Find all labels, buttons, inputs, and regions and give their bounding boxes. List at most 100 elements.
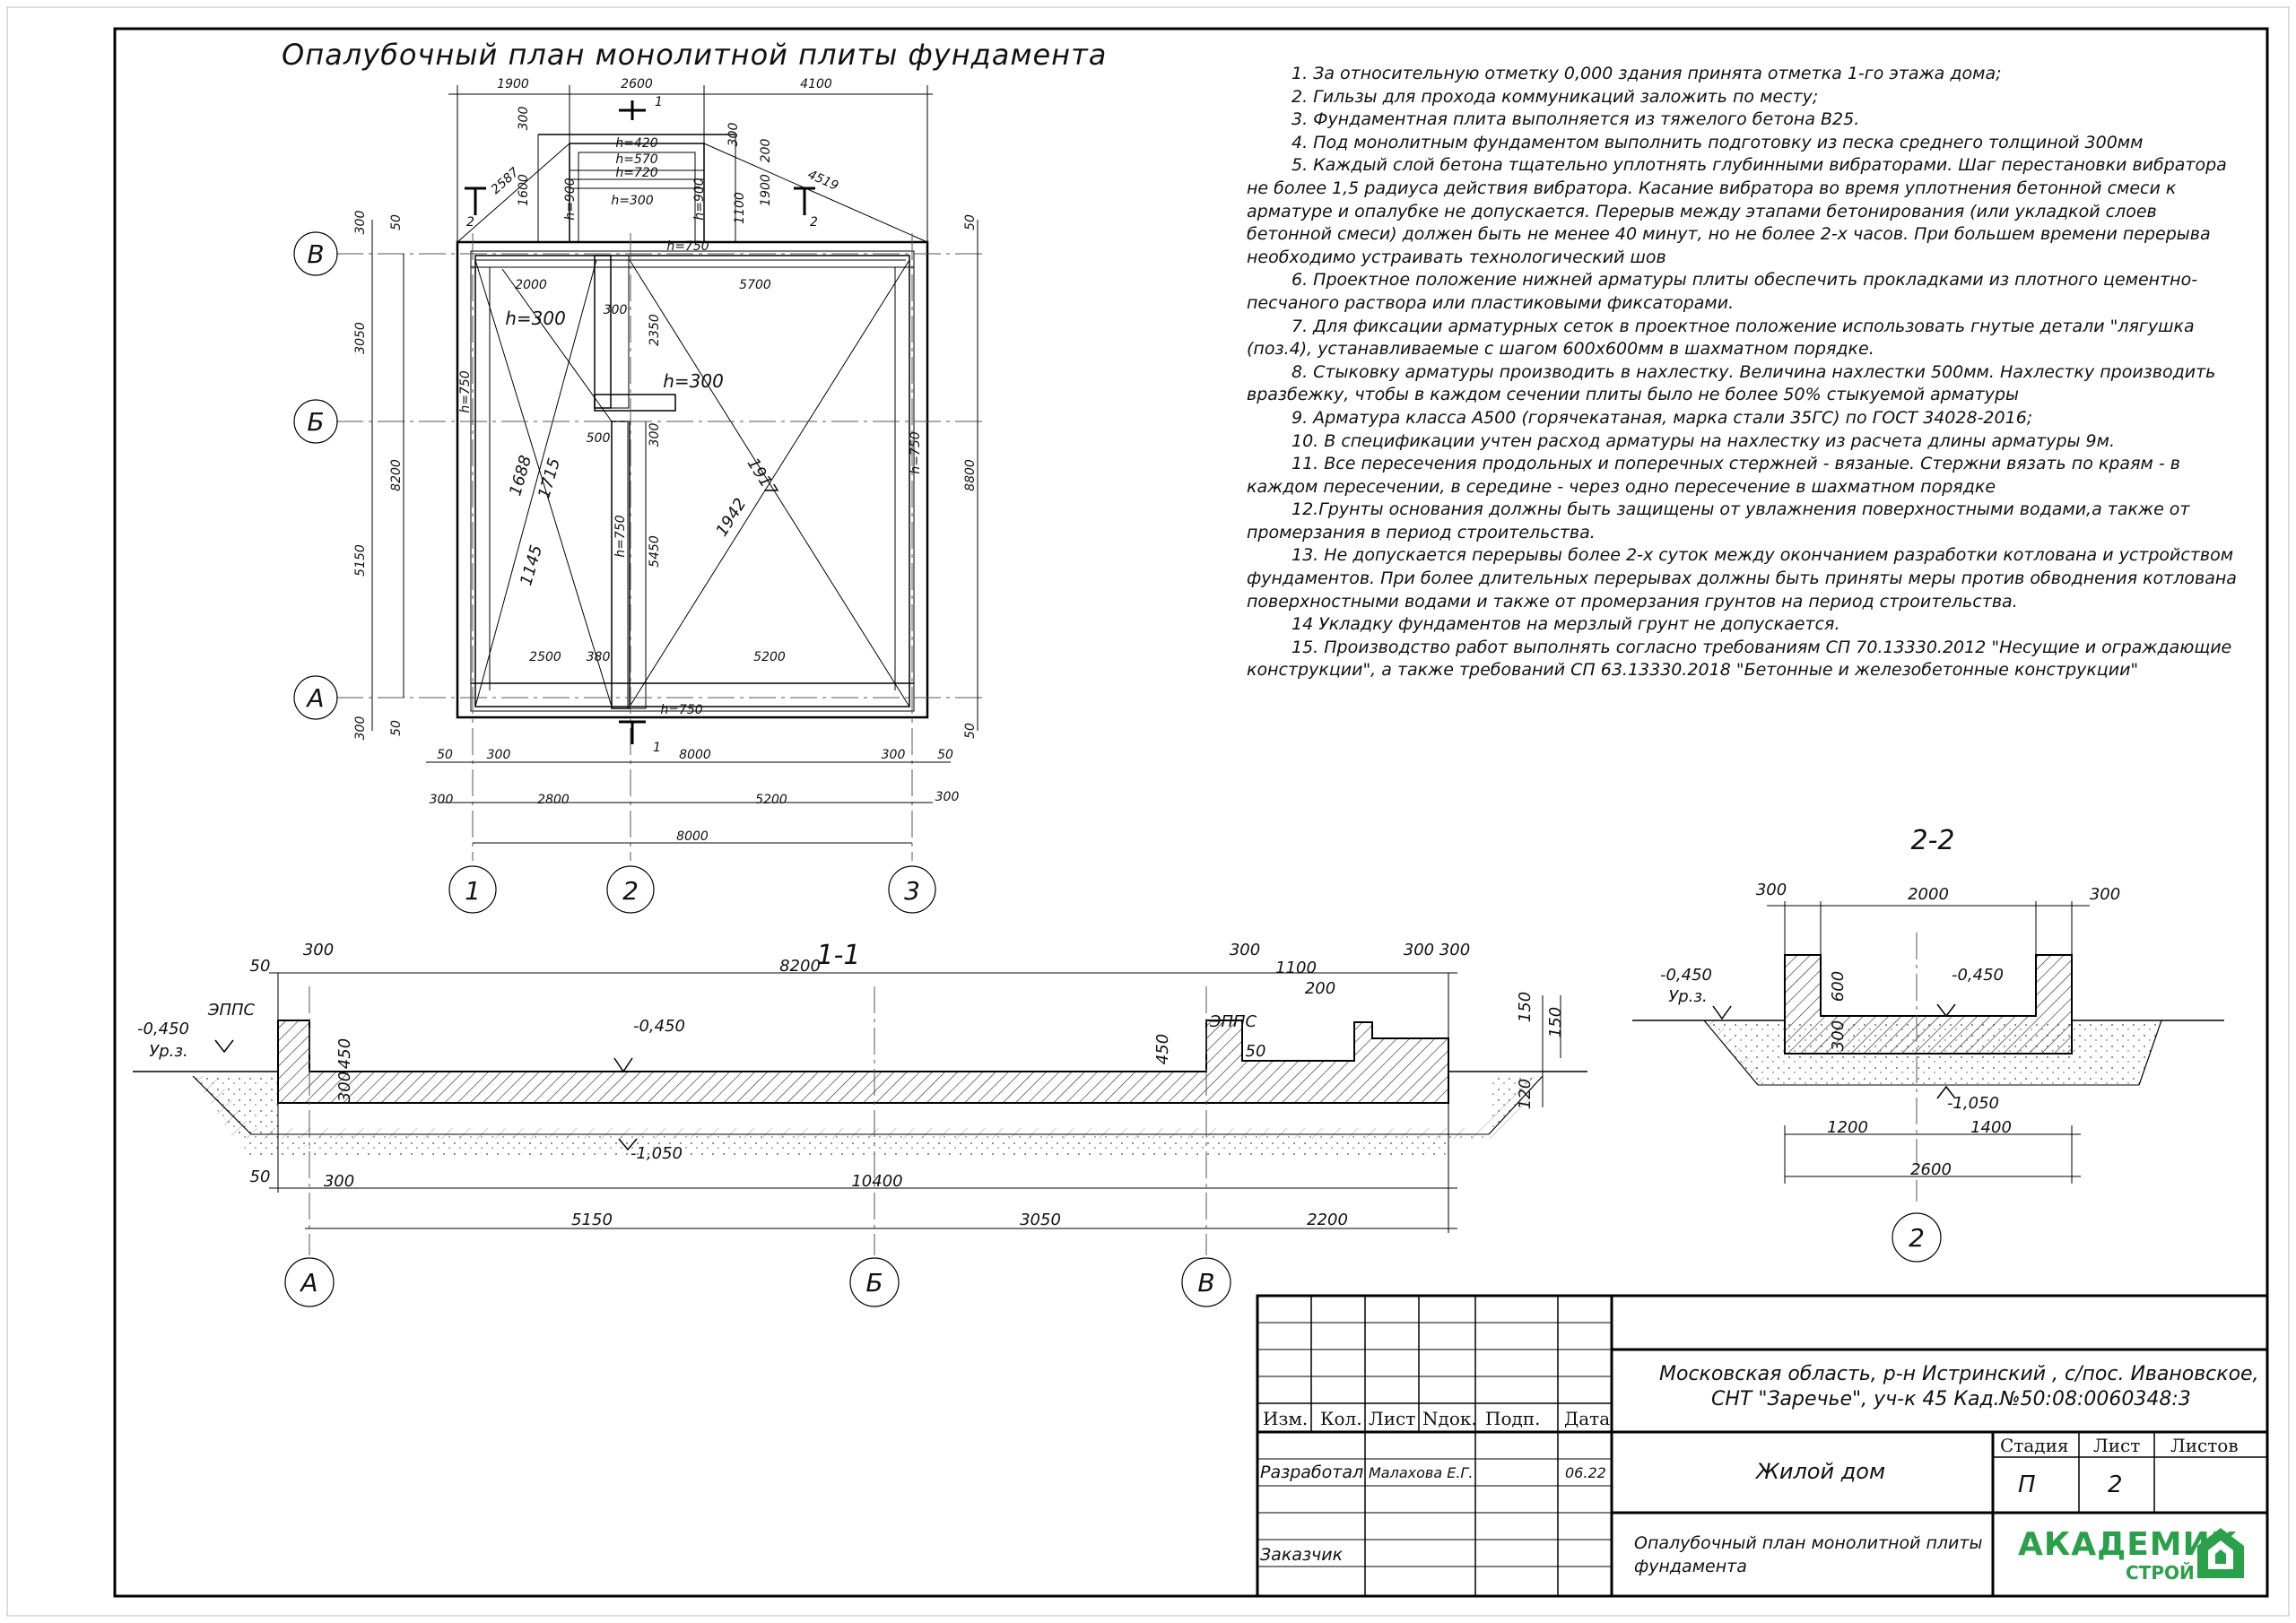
section-label: 150 xyxy=(1516,992,1535,1022)
note-item: 5. Каждый слой бетона тщательно уплотнят… xyxy=(1247,155,2227,267)
section-1-1-labels: 1-1 8200 300 300 1100 300 300 200 50 ЭПП… xyxy=(137,940,1565,1298)
section-label: 50 xyxy=(250,1167,271,1186)
section-label: Ур.з. xyxy=(149,1042,187,1061)
plan-inner-label: 5200 xyxy=(753,650,786,664)
plan-inner-label: 1145 xyxy=(517,543,546,588)
section-label: 150 xyxy=(1546,1007,1565,1037)
section-label: 3050 xyxy=(1020,1211,1061,1229)
note-item: 3. Фундаментная плита выполняется из тяж… xyxy=(1292,109,1860,130)
sheet-value: 2 xyxy=(2108,1471,2123,1498)
drawing-title-line-2: фундамента xyxy=(1634,1557,1747,1576)
plan-inner-label: 1688 xyxy=(506,454,535,499)
address-line-1: Московская область, р-н Истринский , с/п… xyxy=(1659,1363,2259,1385)
section-mark-label: 2 xyxy=(466,215,474,230)
section-mark-label: 1 xyxy=(653,741,661,755)
plan-inner-label: 500 xyxy=(587,431,611,446)
section-label: 1400 xyxy=(1970,1118,2012,1137)
section-label: 2200 xyxy=(1307,1211,1348,1229)
porch-label: 4519 xyxy=(805,168,840,194)
plan-inner-label: 2350 xyxy=(648,314,662,346)
section-label: 300 xyxy=(303,941,334,959)
developed-date: 06.22 xyxy=(1565,1464,1606,1481)
developed-label: Разработал xyxy=(1260,1462,1364,1482)
plan-dim-label: 1900 xyxy=(497,77,529,91)
plan-inner-label: h=750 xyxy=(458,370,473,412)
section-label: 50 xyxy=(250,957,271,976)
inner-frame xyxy=(113,27,2269,1598)
section-label: ЭППС xyxy=(207,1001,256,1020)
section-label: 1100 xyxy=(1275,959,1317,977)
section-2-2 xyxy=(1632,901,2224,1263)
plan-dim-label: 50 xyxy=(963,214,978,230)
section-label: 600 xyxy=(1829,971,1848,1002)
logo-sub-text: СТРОЙ xyxy=(2126,1562,2195,1584)
plan-dim-label: 50 xyxy=(389,214,404,230)
note-item: 13. Не допускается перерывы более 2-х су… xyxy=(1247,545,2237,612)
customer-label: Заказчик xyxy=(1260,1545,1344,1565)
section-label: -1,050 xyxy=(1947,1094,1999,1113)
note-item: 11. Все пересечения продольных и попереч… xyxy=(1247,454,2180,497)
note-item: 6. Проектное положение нижней арматуры п… xyxy=(1247,270,2198,313)
section-label: 300 xyxy=(1756,881,1787,899)
sheet-header: Лист xyxy=(2093,1435,2141,1456)
section-label: 8200 xyxy=(779,957,821,976)
tb-header-kol: Кол. xyxy=(1320,1408,1362,1429)
plan-axis-row-label: А xyxy=(305,683,324,713)
porch-label: h=420 xyxy=(615,136,657,151)
section-2-2-labels: 2-2 300 2000 300 -0,450 -0,450 Ур.з. 600… xyxy=(1660,825,2120,1253)
section-label: -0,450 xyxy=(1660,966,1712,985)
section-label: 1200 xyxy=(1827,1118,1868,1137)
plan-inner-label: 300 xyxy=(648,423,662,447)
plan-dimension-labels: 1900 2600 4100 50 300 8000 300 50 300 28… xyxy=(353,77,978,844)
section-label: -0,450 xyxy=(1952,966,2004,985)
section-mark-label: 1 xyxy=(655,95,663,109)
porch-label: h=300 xyxy=(611,194,653,208)
plan-dim-label: 2600 xyxy=(621,77,653,91)
section-1-1 xyxy=(133,972,1587,1307)
porch-label: h=900 xyxy=(692,178,707,220)
plan-axis-row-label: В xyxy=(307,239,324,269)
tb-header-izm: Изм. xyxy=(1263,1408,1309,1429)
plan-dim-label: 50 xyxy=(937,748,953,762)
plan-dim-label: 8200 xyxy=(389,459,404,491)
plan-dim-label: 300 xyxy=(487,748,511,762)
plan-axis-col-label: 3 xyxy=(904,876,920,906)
note-item: 1. За относительную отметку 0,000 здания… xyxy=(1292,64,2002,83)
plan-axis-labels: В Б А 1 2 3 xyxy=(305,239,919,906)
note-item: 4. Под монолитным фундаментом выполнить … xyxy=(1292,132,2144,152)
section-label: 2600 xyxy=(1910,1160,1952,1179)
section-label: 300 xyxy=(2090,885,2120,904)
note-item: 14 Укладку фундаментов на мерзлый грунт … xyxy=(1292,614,1840,635)
plan-axis-col-label: 2 xyxy=(622,876,639,906)
porch-label: h=720 xyxy=(615,166,657,180)
plan-inner-label: h=300 xyxy=(505,308,566,329)
plan-inner-label: 5450 xyxy=(648,535,662,568)
porch-label: 300 xyxy=(726,123,741,147)
plan-inner-label: h=300 xyxy=(663,370,724,392)
section-label: Ур.з. xyxy=(1668,987,1707,1006)
plan-axis-col-label: 1 xyxy=(465,876,481,906)
section-mark-label: 2 xyxy=(810,215,818,230)
object-name: Жилой дом xyxy=(1756,1459,1886,1484)
address-line-2: СНТ "Заречье", уч-к 45 Кад.№50:08:006034… xyxy=(1711,1388,2191,1410)
company-logo: АКАДЕМИК СТРОЙ xyxy=(2018,1523,2248,1585)
plan-dim-label: 50 xyxy=(963,723,978,739)
plan-dim-label: 300 xyxy=(935,790,960,804)
plan-inner-label: h=750 xyxy=(666,239,709,254)
plan-dim-label: 300 xyxy=(430,793,454,807)
general-notes: 1. За относительную отметку 0,000 здания… xyxy=(1247,63,2242,682)
plan-dim-label: 50 xyxy=(389,720,404,736)
note-item: 2. Гильзы для прохода коммуникаций залож… xyxy=(1292,86,1819,107)
section-label: -1,050 xyxy=(631,1144,683,1163)
plan-inner-label: h=750 xyxy=(660,703,702,717)
section-label: 450 xyxy=(1153,1034,1172,1064)
tb-header-list: Лист xyxy=(1369,1408,1416,1429)
tb-header-data: Дата xyxy=(1564,1408,1611,1429)
plan-dim-label: 2800 xyxy=(537,793,570,807)
plan-inner-label: 1715 xyxy=(535,456,564,501)
house-logo-icon xyxy=(2197,1528,2244,1578)
porch-label: 1100 xyxy=(733,192,747,224)
tb-header-podp: Подп. xyxy=(1485,1408,1541,1429)
outer-frame xyxy=(6,6,2290,1617)
